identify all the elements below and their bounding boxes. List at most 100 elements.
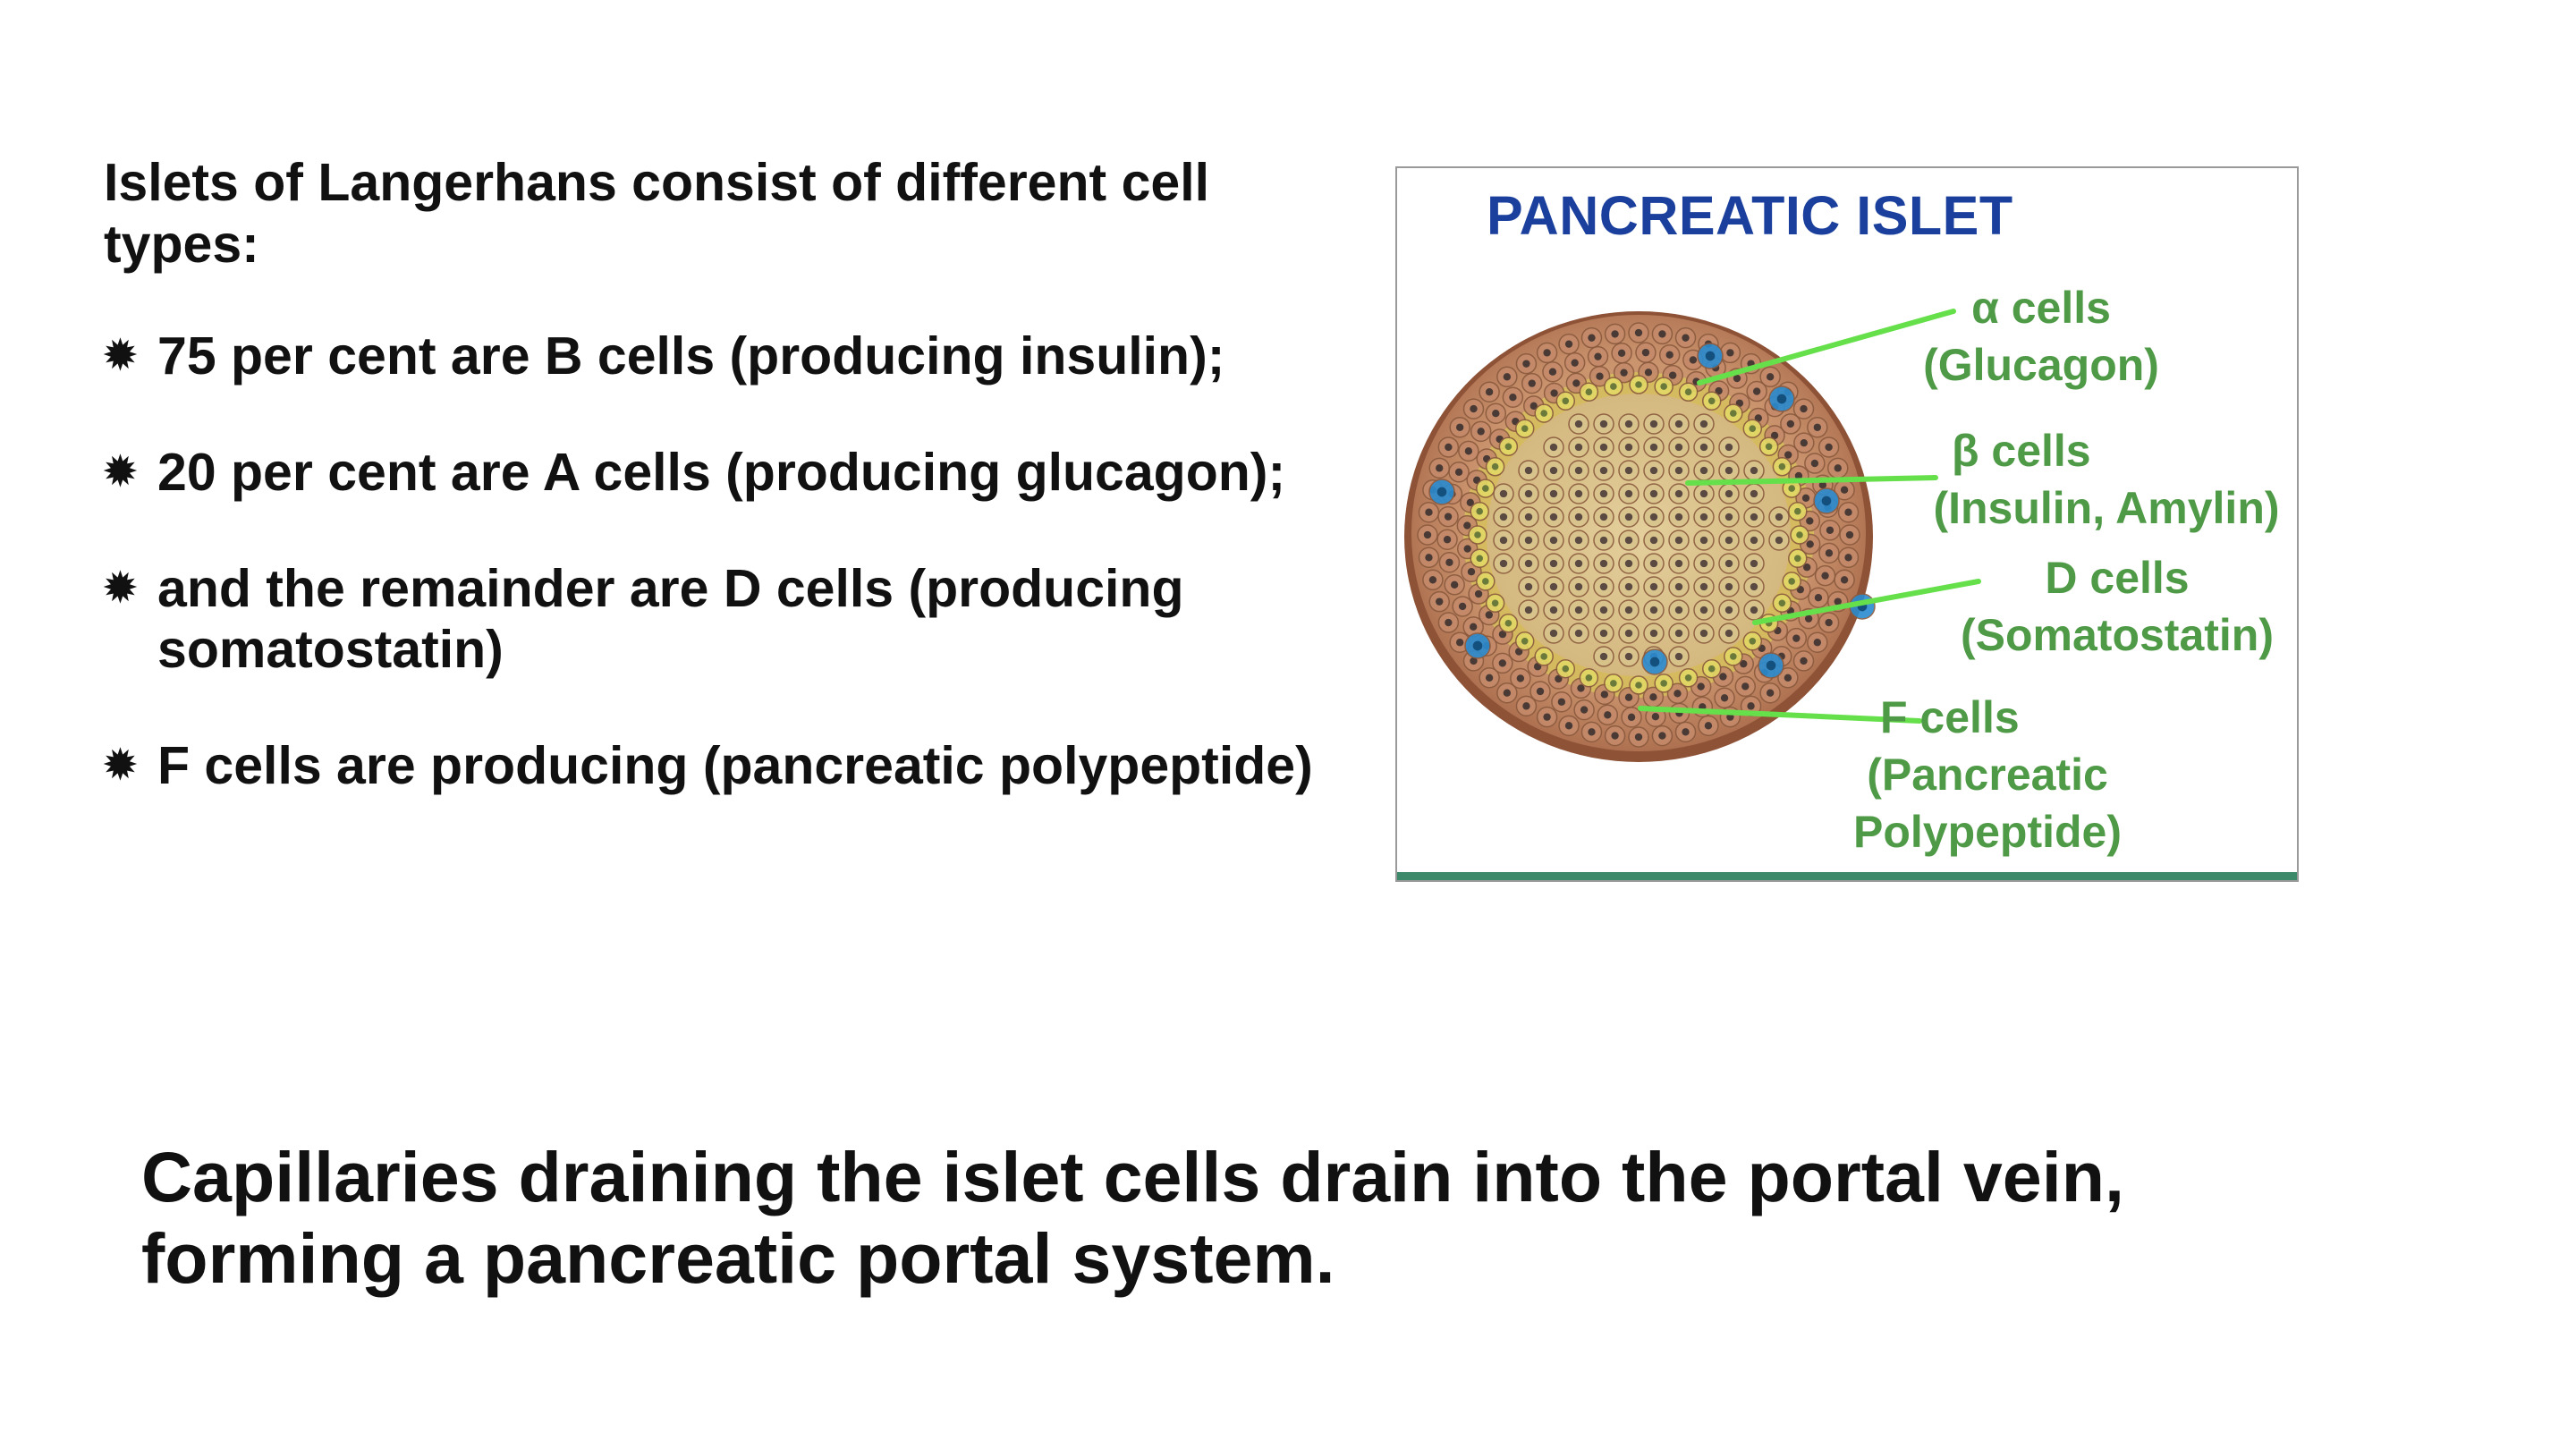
islet-cell — [1718, 553, 1740, 574]
islet-cell — [1724, 647, 1743, 666]
islet-cell — [1724, 403, 1743, 423]
islet-cell — [1543, 460, 1564, 481]
islet-cell — [1543, 576, 1564, 597]
f-cells-hormone-line2: Polypeptide) — [1852, 807, 2123, 857]
islet-cell — [1543, 530, 1564, 551]
pancreatic-islet-figure: PANCREATIC ISLET α cells (Glucagon) β ce… — [1395, 166, 2299, 882]
islet-cell — [1597, 704, 1619, 726]
islet-cell — [1449, 417, 1470, 438]
islet-cell — [1496, 366, 1518, 388]
islet-cell — [1782, 572, 1801, 591]
islet-cell — [1768, 506, 1790, 528]
beta-cells-name: β cells — [1952, 426, 2091, 476]
f-cells-label: F cells (Pancreatic Polypeptide) — [1844, 689, 2131, 860]
islet-cell — [1593, 413, 1614, 435]
islet-cell — [1718, 576, 1740, 597]
islet-cell — [1518, 576, 1539, 597]
islet-cell — [1593, 460, 1614, 481]
islet-cell — [1641, 648, 1668, 675]
islet-cell — [1668, 576, 1690, 597]
islet-cell — [1827, 457, 1849, 479]
islet-cell — [1668, 436, 1690, 458]
islet-cell — [1543, 436, 1564, 458]
islet-cell — [1668, 646, 1690, 667]
islet-cell — [1493, 483, 1514, 504]
islet-cell — [1551, 691, 1572, 713]
islet-cell — [1813, 487, 1840, 514]
figure-bottom-rule — [1397, 872, 2297, 880]
islet-cell — [1759, 366, 1781, 388]
islet-cell — [1587, 345, 1609, 368]
footer-text: Capillaries draining the islet cells dra… — [141, 1137, 2124, 1298]
islet-cell — [1643, 576, 1665, 597]
islet-cell — [1518, 506, 1539, 528]
islet-cell — [1514, 419, 1535, 438]
list-item-text: 20 per cent are A cells (producing gluca… — [157, 443, 1286, 502]
islet-cell — [1807, 417, 1828, 438]
f-cells-name: F cells — [1880, 692, 2020, 742]
islet-cell — [1772, 456, 1792, 477]
delta-cells-name: D cells — [2045, 553, 2190, 603]
leader-line — [1638, 706, 1922, 724]
islet-cell — [1492, 652, 1513, 674]
islet-cell — [1536, 706, 1558, 728]
islet-cell — [1448, 462, 1470, 483]
islet-cell — [1518, 460, 1539, 481]
islet-cell — [1593, 646, 1614, 667]
islet-cell — [1742, 631, 1763, 651]
islet-cell — [1768, 530, 1790, 551]
islet-cell — [1654, 674, 1674, 693]
islet-cell — [1658, 343, 1681, 366]
islet-cell — [1693, 436, 1715, 458]
islet-cell — [1643, 506, 1665, 528]
islet-cell — [1618, 576, 1640, 597]
islet-cell — [1743, 553, 1765, 574]
islet-cell — [1496, 682, 1518, 704]
islet-cell — [1743, 530, 1765, 551]
islet-cell — [1654, 377, 1674, 396]
asterisk-icon: ✹ — [104, 334, 137, 377]
islet-cell — [1743, 483, 1765, 504]
islet-cell — [1718, 506, 1740, 528]
islet-cell — [1593, 553, 1614, 574]
islet-cell — [1568, 576, 1589, 597]
islet-cell — [1693, 599, 1715, 621]
islet-cell — [1837, 501, 1860, 523]
islet-cell — [1618, 553, 1640, 574]
islet-cell — [1718, 599, 1740, 621]
islet-cell — [1758, 436, 1779, 457]
islet-cell — [1719, 342, 1741, 364]
islet-cell — [1593, 436, 1614, 458]
islet-cell — [1808, 587, 1829, 608]
islet-cell — [1498, 436, 1519, 457]
islet-cell — [1485, 456, 1505, 477]
islet-cell — [1518, 553, 1539, 574]
delta-cells-hormone: (Somatostatin) — [1961, 610, 2274, 660]
islet-cell — [1543, 623, 1564, 644]
leader-line — [1752, 579, 1981, 625]
islet-cell — [1593, 483, 1614, 504]
islet-cell — [1464, 632, 1491, 659]
islet-cell — [1604, 674, 1623, 693]
islet-cell — [1743, 599, 1765, 621]
islet-cell — [1643, 413, 1665, 435]
islet-cell — [1790, 525, 1809, 545]
islet-cell — [1568, 436, 1589, 458]
islet-cell — [1563, 352, 1586, 374]
islet-cell — [1593, 506, 1614, 528]
islet-cell — [1643, 599, 1665, 621]
islet-cell — [1629, 675, 1648, 695]
islet-cell — [1593, 530, 1614, 551]
islet-cell — [1643, 553, 1665, 574]
islet-cell — [1618, 530, 1640, 551]
islet-cell — [1534, 403, 1554, 423]
islet-cell — [1674, 721, 1697, 743]
islet-cell — [1818, 436, 1840, 458]
islet-cell — [1788, 548, 1808, 569]
islet-cell — [1485, 402, 1507, 424]
islet-cell — [1693, 623, 1715, 644]
islet-cell — [1678, 668, 1699, 688]
islet-cell — [1479, 381, 1500, 402]
islet-cell — [1436, 529, 1458, 550]
islet-cell — [1493, 506, 1514, 528]
